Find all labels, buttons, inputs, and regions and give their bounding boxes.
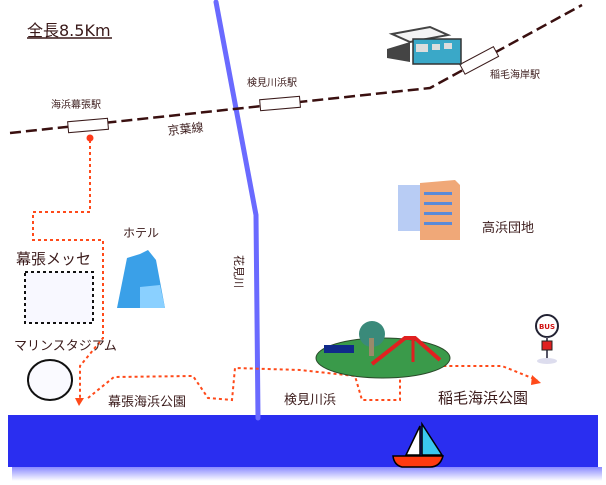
apartment-icon [398,180,460,240]
stadium-icon[interactable] [27,359,73,401]
keiyo-line [9,3,583,135]
svg-text:海浜幕張駅: 海浜幕張駅 [51,98,101,111]
train-icon [387,25,462,65]
river-label: 花見川 [232,255,245,288]
stadium-label: マリンスタジアム [14,339,117,354]
park-label-inage[interactable]: 稲毛海浜公園 [438,389,528,407]
station-kaihin-makuhari[interactable]: 海浜幕張駅 [51,98,109,134]
hotel-icon [117,250,165,308]
route-arrow-east [531,375,541,385]
start-point [86,134,94,142]
svg-text:検見川浜駅: 検見川浜駅 [247,76,297,89]
total-length-label: 全長8.5Km [27,21,112,40]
railway-label: 京葉線 [167,119,204,138]
hanami-river [213,0,261,421]
svg-text:稲毛海岸駅: 稲毛海岸駅 [490,68,540,81]
station-inage-kaigan[interactable]: 稲毛海岸駅 [459,45,540,81]
station-kemigawahama[interactable]: 検見川浜駅 [247,76,301,112]
svg-text:BUS: BUS [539,323,555,331]
sea-shadow [12,467,602,481]
park-label-makuhari[interactable]: 幕張海浜公園 [108,395,186,410]
sailboat-icon [392,421,444,468]
walking-route [32,140,538,402]
route-arrow-west [75,398,84,406]
hotel-label: ホテル [123,226,159,240]
park-icon [315,321,451,379]
messe-area[interactable] [24,271,94,324]
bus-stop-icon: BUS [535,314,559,364]
sea [8,415,598,467]
messe-label: 幕張メッセ [16,250,91,268]
park-label-kemigawahama[interactable]: 検見川浜 [284,393,336,408]
danchi-label: 高浜団地 [482,220,534,236]
svg-text:全長8.5Km: 全長8.5Km [27,21,111,40]
